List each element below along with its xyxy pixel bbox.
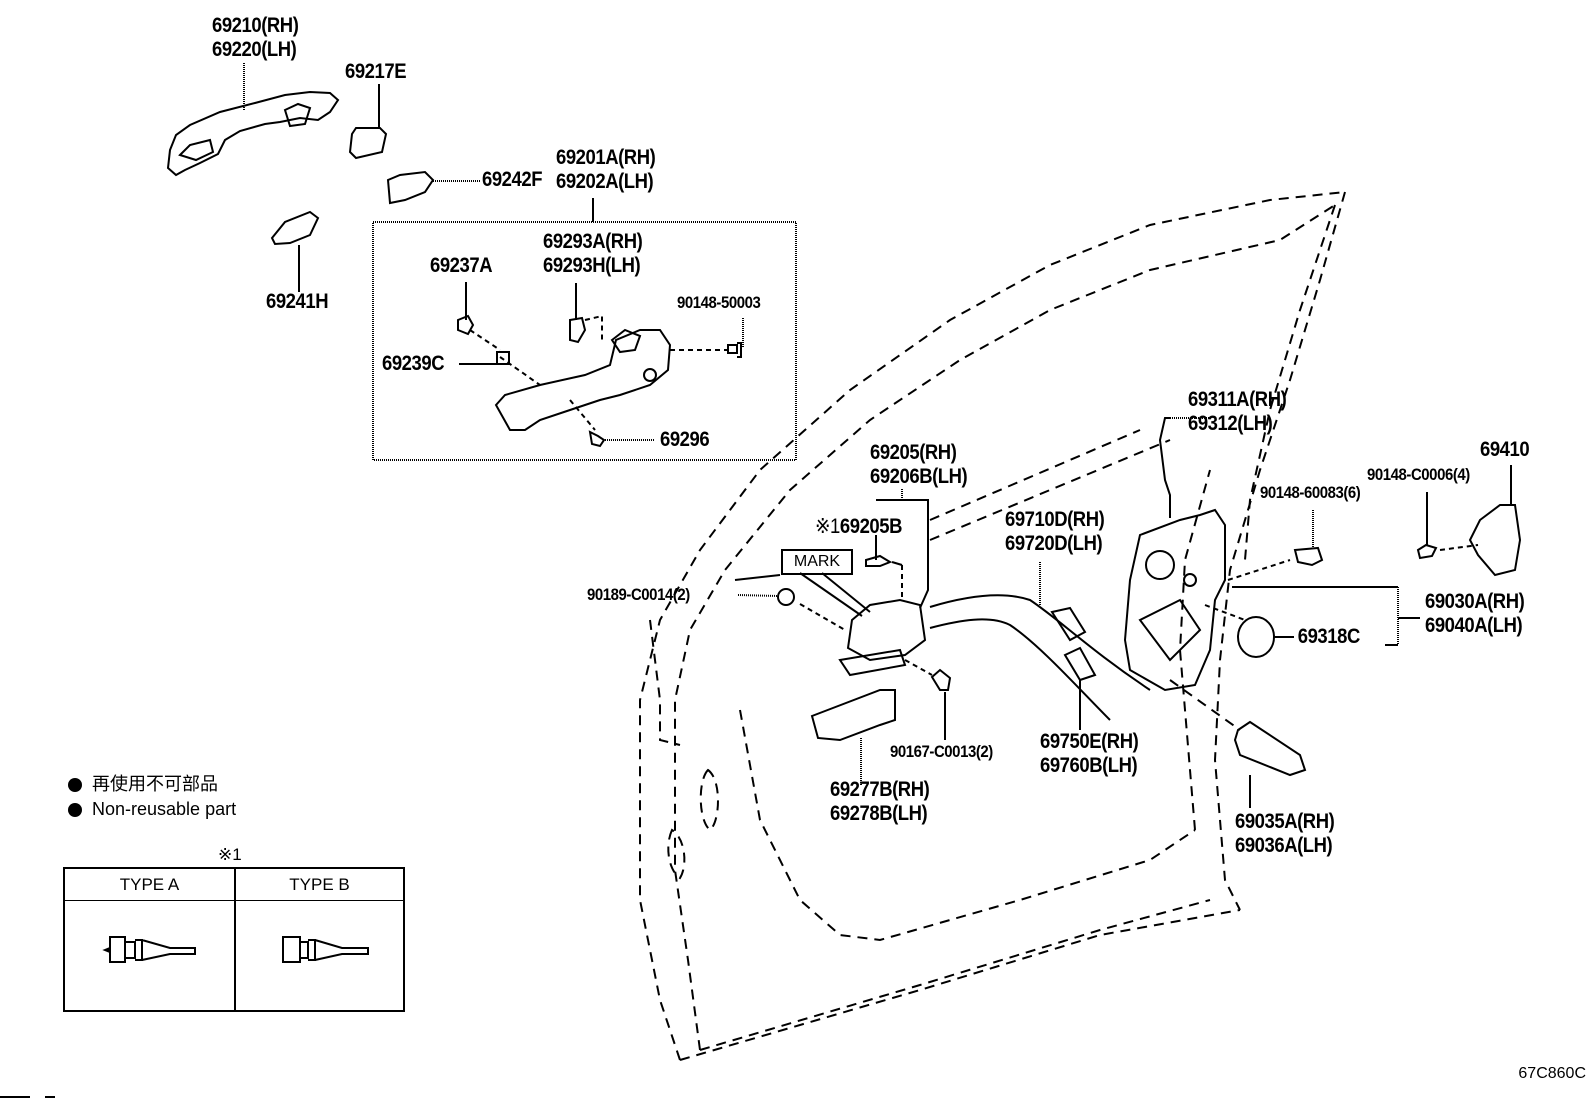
label-outside-handle[interactable]: 69210(RH) 69220(LH) <box>212 14 299 62</box>
handle-cover-drawing[interactable] <box>270 210 320 246</box>
label-line-lh: 69720D(LH) <box>1005 532 1103 555</box>
label-line-rh: 69710D(RH) <box>1005 508 1105 531</box>
label-screw-50003[interactable]: 90148-50003 <box>677 293 761 312</box>
cable-lock-drawing[interactable] <box>929 594 1151 691</box>
type-b-cell <box>234 901 403 1010</box>
mark-callout: MARK <box>781 549 853 575</box>
frame-assembly-box <box>372 221 797 461</box>
type-b-clip-drawing <box>282 936 369 963</box>
note-ref-mark: ※1 <box>815 515 840 538</box>
label-line-rh: 69750E(RH) <box>1040 730 1139 753</box>
type-a-clip-drawing <box>102 936 196 963</box>
label-line-lh: 69278B(LH) <box>830 802 928 825</box>
label-line-lh: 69312(LH) <box>1188 412 1273 435</box>
label-striker-screw[interactable]: 90148-C0006(4) <box>1367 465 1470 484</box>
label-bezel[interactable]: 69277B(RH) 69278B(LH) <box>830 778 930 826</box>
label-line-rh: 69311A(RH) <box>1188 388 1287 411</box>
label-line-lh: 69202A(LH) <box>556 170 654 193</box>
window-guide-lines <box>929 429 1171 541</box>
label-cable-inside[interactable]: 69750E(RH) 69760B(LH) <box>1040 730 1139 778</box>
label-frame-assy[interactable]: 69201A(RH) 69202A(LH) <box>556 146 656 194</box>
label-text: 69318C <box>1297 625 1361 648</box>
label-line-rh: 69030A(RH) <box>1425 590 1525 613</box>
seal-drawing[interactable] <box>1237 616 1275 658</box>
non-reusable-bullet-icon <box>68 802 82 817</box>
label-frame-sub[interactable]: 69293A(RH) 69293H(LH) <box>543 230 643 278</box>
type-table-note-mark: ※1 <box>218 845 242 864</box>
label-line-rh: 69201A(RH) <box>556 146 656 169</box>
label-line-lh: 69040A(LH) <box>1425 614 1523 637</box>
label-line-lh: 69760B(LH) <box>1040 754 1138 777</box>
label-line-lh: 69036A(LH) <box>1235 834 1333 857</box>
screw-60083-drawing[interactable] <box>1293 546 1324 567</box>
label-striker[interactable]: 69410 <box>1480 438 1530 461</box>
legend-text-en: Non-reusable part <box>92 799 237 819</box>
frame-drawing[interactable] <box>494 328 672 431</box>
legend-row-jp: 再使用不可部品 <box>68 772 236 797</box>
label-handle-cover[interactable]: 69241H <box>266 290 329 313</box>
type-table: TYPE A TYPE B <box>63 867 405 1012</box>
type-a-cell <box>65 901 234 1010</box>
cable-inside-drawing[interactable] <box>929 618 1111 721</box>
screw-c0013-drawing[interactable] <box>930 668 952 691</box>
label-rod[interactable]: 69311A(RH) 69312(LH) <box>1188 388 1287 436</box>
label-line-lh: 69220(LH) <box>212 38 297 61</box>
label-text: 69205B <box>839 515 903 538</box>
label-line-rh: 69293A(RH) <box>543 230 643 253</box>
legend: 再使用不可部品 Non-reusable part <box>68 772 236 822</box>
bezel-drawing[interactable] <box>810 689 896 742</box>
label-screw-c0013[interactable]: 90167-C0013(2) <box>890 742 993 761</box>
label-clip[interactable]: 69237A <box>430 254 493 277</box>
screw-50003-drawing[interactable] <box>727 342 742 358</box>
label-seal[interactable]: 69318C <box>1296 625 1361 649</box>
pad-drawing[interactable] <box>386 170 435 205</box>
label-pad[interactable]: 69242F <box>482 168 543 191</box>
type-b-header: TYPE B <box>234 869 403 901</box>
label-line-lh: 69206B(LH) <box>870 465 968 488</box>
frame-sub-drawing[interactable] <box>569 316 587 344</box>
label-line-rh: 69205(RH) <box>870 441 957 464</box>
label-lock-cover[interactable]: 69035A(RH) 69036A(LH) <box>1235 810 1335 858</box>
non-reusable-bullet-icon <box>68 777 82 792</box>
inside-handle-sub-drawing[interactable] <box>865 535 893 567</box>
lock-assembly-drawing[interactable] <box>1123 508 1226 692</box>
clip-c0014-drawing[interactable] <box>777 588 795 606</box>
type-a-header: TYPE A <box>65 869 234 901</box>
label-spacer[interactable]: 69239C <box>382 352 445 375</box>
rod-drawing[interactable] <box>1158 417 1171 518</box>
label-cap[interactable]: 69217E <box>345 60 407 83</box>
striker-screw-drawing[interactable] <box>1416 543 1438 560</box>
cap-drawing[interactable] <box>348 127 388 160</box>
screw-69296-drawing[interactable] <box>588 430 606 448</box>
label-screw-69296[interactable]: 69296 <box>660 428 710 451</box>
inside-handle-drawing[interactable] <box>846 598 927 662</box>
lock-cover-drawing[interactable] <box>1233 720 1307 777</box>
label-line-rh: 69035A(RH) <box>1235 810 1335 833</box>
legend-text-jp: 再使用不可部品 <box>92 774 218 794</box>
door-outline <box>639 191 1346 1061</box>
label-inside-handle[interactable]: 69205(RH) 69206B(LH) <box>870 441 968 489</box>
label-lock-assy[interactable]: 69030A(RH) 69040A(LH) <box>1425 590 1525 638</box>
label-cable-lock[interactable]: 69710D(RH) 69720D(LH) <box>1005 508 1105 556</box>
label-inside-handle-sub[interactable]: ※169205B <box>815 515 902 539</box>
label-line-lh: 69293H(LH) <box>543 254 641 277</box>
label-screw-60083[interactable]: 90148-60083(6) <box>1260 483 1361 502</box>
label-line-rh: 69277B(RH) <box>830 778 930 801</box>
label-line-rh: 69210(RH) <box>212 14 299 37</box>
label-clip-c0014[interactable]: 90189-C0014(2) <box>587 585 690 604</box>
figure-code: 67C860C <box>1518 1065 1586 1082</box>
outside-handle-drawing[interactable] <box>166 90 340 177</box>
spacer-drawing[interactable] <box>496 351 510 365</box>
legend-row-en: Non-reusable part <box>68 797 236 822</box>
striker-drawing[interactable] <box>1468 504 1522 577</box>
